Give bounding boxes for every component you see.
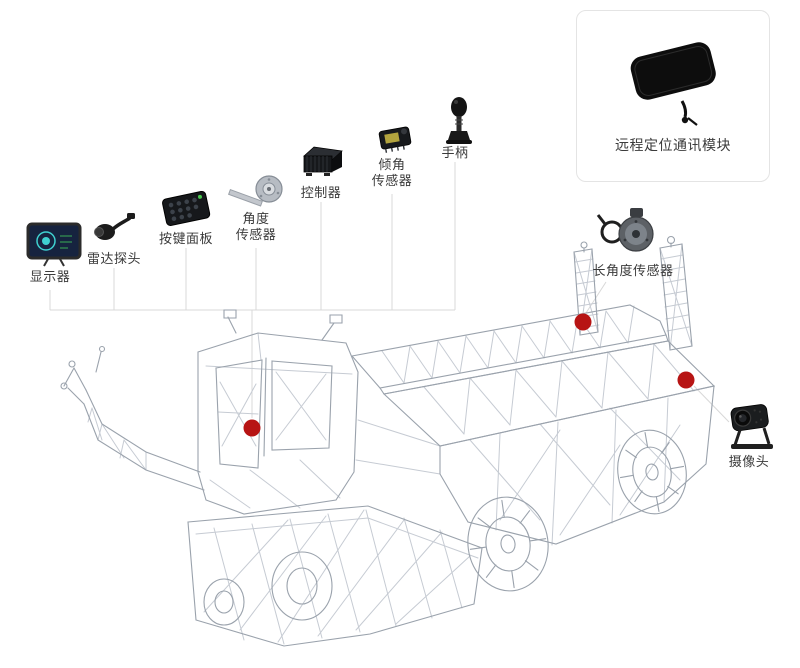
- display-label: 显示器: [29, 270, 71, 285]
- angle-sensor-icon: [228, 175, 283, 207]
- cab-marker-dot: [243, 419, 261, 437]
- tilt-sensor-icon: [378, 126, 412, 153]
- vehicle-wireframe: [60, 235, 716, 647]
- remote-module-label: 远程定位通讯模块: [615, 138, 731, 154]
- keypad-icon: [162, 190, 211, 227]
- bed-marker-dot: [574, 313, 592, 331]
- keypad-label: 按键面板: [158, 232, 214, 247]
- controller-icon: [303, 146, 343, 176]
- radar-probe-icon: [94, 213, 135, 240]
- tilt-sensor-label: 倾角 传感器: [371, 158, 413, 189]
- angle-sensor-label: 角度 传感器: [235, 212, 277, 243]
- long-angle-sensor-label: 长角度传感器: [592, 264, 674, 279]
- remote-module-box: 远程定位通讯模块: [576, 10, 770, 182]
- camera-label: 摄像头: [728, 455, 770, 470]
- connector-lines: [49, 162, 730, 423]
- vehicle-mesh: [87, 243, 695, 645]
- location-markers: [243, 313, 695, 437]
- remote-module-icon: [630, 42, 716, 126]
- joystick-label: 手柄: [441, 146, 469, 161]
- controller-label: 控制器: [300, 186, 342, 201]
- long-angle-sensor-icon: [596, 208, 654, 252]
- body-marker-dot: [677, 371, 695, 389]
- display-icon: [26, 222, 82, 267]
- joystick-icon: [446, 97, 472, 144]
- radar-probe-label: 雷达探头: [86, 252, 142, 267]
- vehicle-outline: [60, 235, 716, 647]
- camera-icon: [730, 404, 773, 449]
